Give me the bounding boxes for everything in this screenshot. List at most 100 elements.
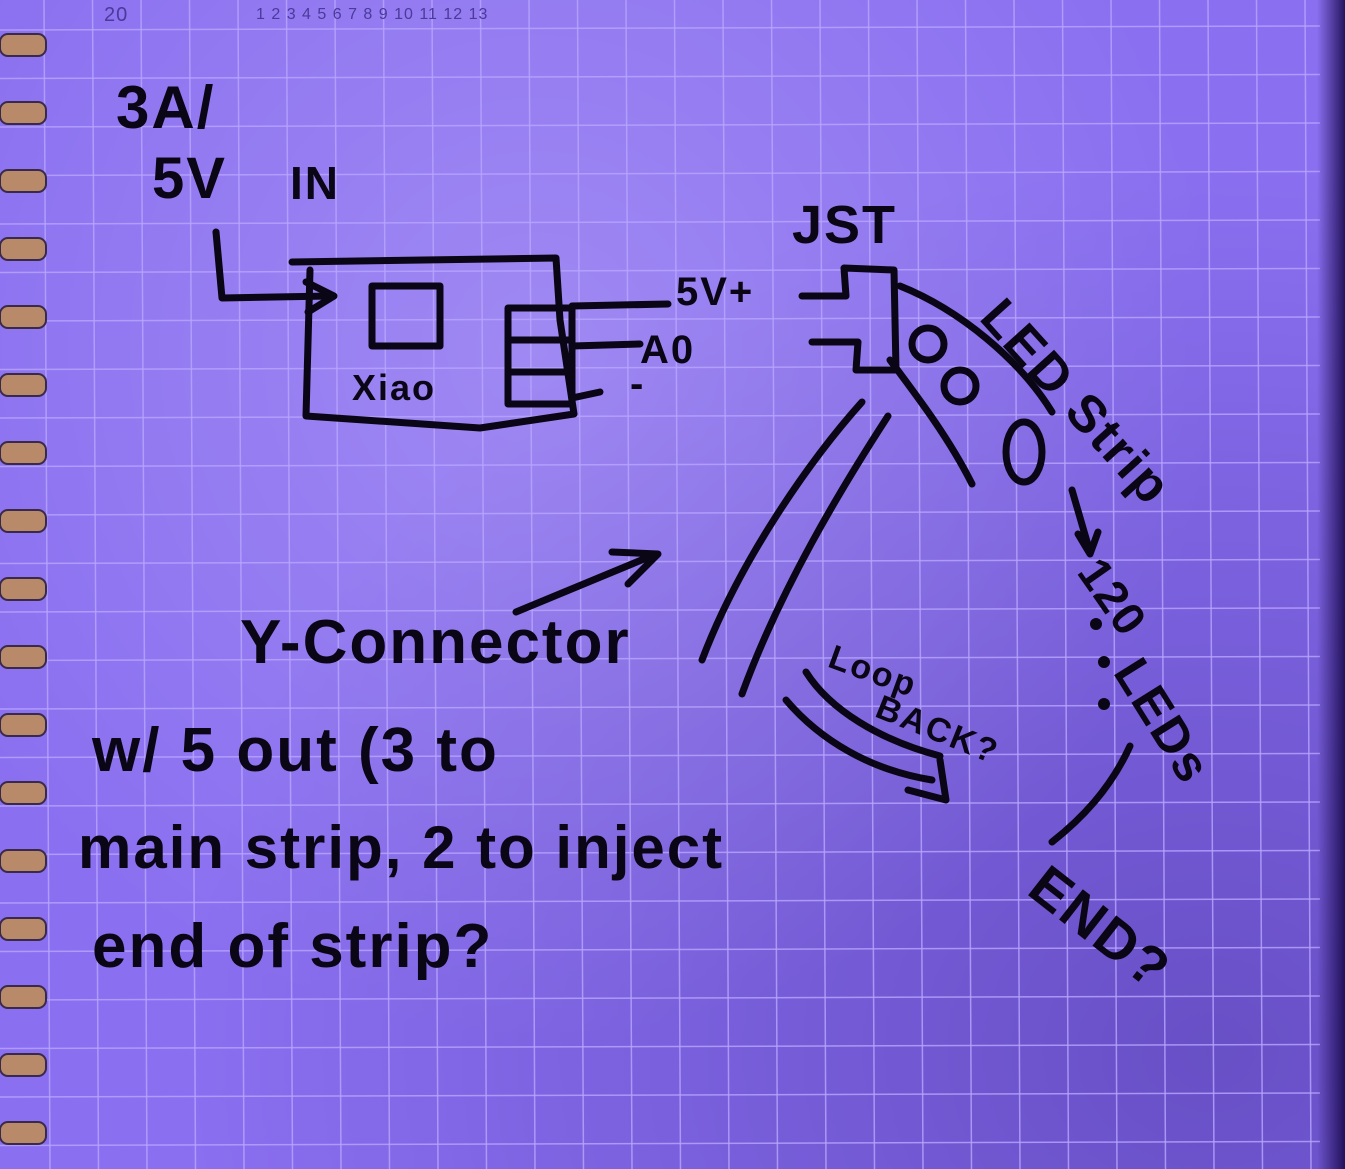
grid-line-vertical xyxy=(1255,0,1264,1169)
led-strip-edge-inner xyxy=(886,356,976,488)
grid-line-vertical xyxy=(43,0,51,1169)
wire-5v xyxy=(568,300,672,310)
loop-back-arrowhead xyxy=(904,756,950,804)
grid-line-horizontal xyxy=(0,1043,1321,1050)
note-line-1: w/ 5 out (3 to xyxy=(92,716,499,785)
grid-line-horizontal xyxy=(0,1092,1321,1098)
grid-line-horizontal xyxy=(0,316,1321,322)
power-input-line3: IN xyxy=(290,157,340,209)
grid-line-horizontal xyxy=(0,558,1321,565)
spiral-ring xyxy=(0,577,47,601)
spiral-ring xyxy=(0,645,47,669)
y-connector-pointer-arrow xyxy=(512,548,662,616)
power-input-line2: 5V xyxy=(152,146,227,211)
strip-continuation-arrow xyxy=(1068,486,1102,558)
grid-line-vertical xyxy=(867,0,876,1169)
spiral-ring xyxy=(0,237,47,261)
led-strip-edge-outer xyxy=(896,282,1056,416)
grid-line-horizontal xyxy=(0,364,1321,371)
grid-line-vertical xyxy=(916,0,924,1169)
led-dot-1 xyxy=(908,324,948,364)
grid-line-vertical xyxy=(334,0,342,1169)
wire-a0 xyxy=(568,340,644,350)
grid-line-vertical xyxy=(479,0,488,1169)
grid-line-vertical xyxy=(1207,0,1215,1169)
grid-line-vertical xyxy=(770,0,779,1169)
grid-line-horizontal xyxy=(0,946,1321,953)
grid-line-vertical xyxy=(188,0,197,1169)
note-line-2: main strip, 2 to inject xyxy=(78,814,725,881)
grid-line-vertical xyxy=(237,0,245,1169)
spiral-ring xyxy=(0,917,47,941)
loop-back-arc-1 xyxy=(782,696,936,784)
spiral-ring xyxy=(0,101,47,125)
grid-line-horizontal xyxy=(0,461,1321,468)
note-line-3: end of strip? xyxy=(92,912,494,981)
wire-gnd xyxy=(568,388,604,402)
led-ellipsis xyxy=(1090,618,1110,710)
spiral-ring xyxy=(0,169,47,193)
grid-line-vertical xyxy=(431,0,439,1169)
grid-line-vertical xyxy=(1013,0,1021,1169)
jst-connector xyxy=(798,264,900,374)
loop-back-arc-2 xyxy=(802,668,944,760)
grid-line-vertical xyxy=(722,0,730,1169)
grid-line-horizontal xyxy=(0,752,1321,759)
xiao-chip-square xyxy=(368,282,444,350)
grid-line-horizontal xyxy=(0,25,1321,31)
grid-line-horizontal xyxy=(0,413,1321,419)
spiral-ring xyxy=(0,781,47,805)
grid-line-horizontal xyxy=(0,73,1321,80)
grid-line-vertical xyxy=(382,0,391,1169)
spiral-ring xyxy=(0,1121,47,1145)
grid-line-horizontal xyxy=(0,801,1321,807)
pin-header xyxy=(504,304,576,408)
strip-end-line xyxy=(1048,742,1134,846)
grid-line-vertical xyxy=(819,0,827,1169)
grid-line-vertical xyxy=(1158,0,1167,1169)
grid-line-vertical xyxy=(285,0,294,1169)
grid-line-vertical xyxy=(964,0,973,1169)
pin-5v-label: 5V+ xyxy=(676,270,755,314)
y-connector-label: Y-Connector xyxy=(240,608,631,677)
grid-line-horizontal xyxy=(0,607,1321,613)
led-dot-3 xyxy=(1002,418,1046,486)
grid-line-vertical xyxy=(1304,0,1312,1169)
jst-label: JST xyxy=(792,195,898,255)
grid-line-vertical xyxy=(673,0,682,1169)
spiral-ring xyxy=(0,1053,47,1077)
grid-line-vertical xyxy=(91,0,100,1169)
spiral-ring xyxy=(0,985,47,1009)
grid-line-horizontal xyxy=(0,510,1321,516)
grid-line-horizontal xyxy=(0,1140,1321,1147)
grid-line-vertical xyxy=(1110,0,1118,1169)
power-input-arrowhead xyxy=(302,278,338,316)
grid-line-horizontal xyxy=(0,655,1321,662)
page-number-label: 20 xyxy=(104,4,129,26)
spiral-ring xyxy=(0,849,47,873)
grid-line-vertical xyxy=(140,0,148,1169)
y-wire-right xyxy=(738,412,892,698)
led-dot-2 xyxy=(940,366,980,406)
pin-ground-label: - xyxy=(630,362,646,406)
grid-line-horizontal xyxy=(0,995,1321,1001)
grid-line-vertical xyxy=(1061,0,1070,1169)
spiral-ring xyxy=(0,33,47,57)
grid-line-horizontal xyxy=(0,170,1321,177)
grid-line-vertical xyxy=(528,0,536,1169)
spiral-ring xyxy=(0,509,47,533)
xiao-board-label: Xiao xyxy=(352,367,437,408)
spiral-ring xyxy=(0,373,47,397)
page-edge-shadow xyxy=(1317,0,1345,1169)
grid-line-horizontal xyxy=(0,849,1321,856)
ruler-scale: 1 2 3 4 5 6 7 8 9 10 11 12 13 xyxy=(256,6,489,23)
y-wire-left xyxy=(698,398,866,664)
power-input-line1: 3A/ xyxy=(116,74,216,141)
grid-line-horizontal xyxy=(0,219,1321,225)
xiao-board-outline xyxy=(288,254,578,432)
spiral-ring xyxy=(0,441,47,465)
